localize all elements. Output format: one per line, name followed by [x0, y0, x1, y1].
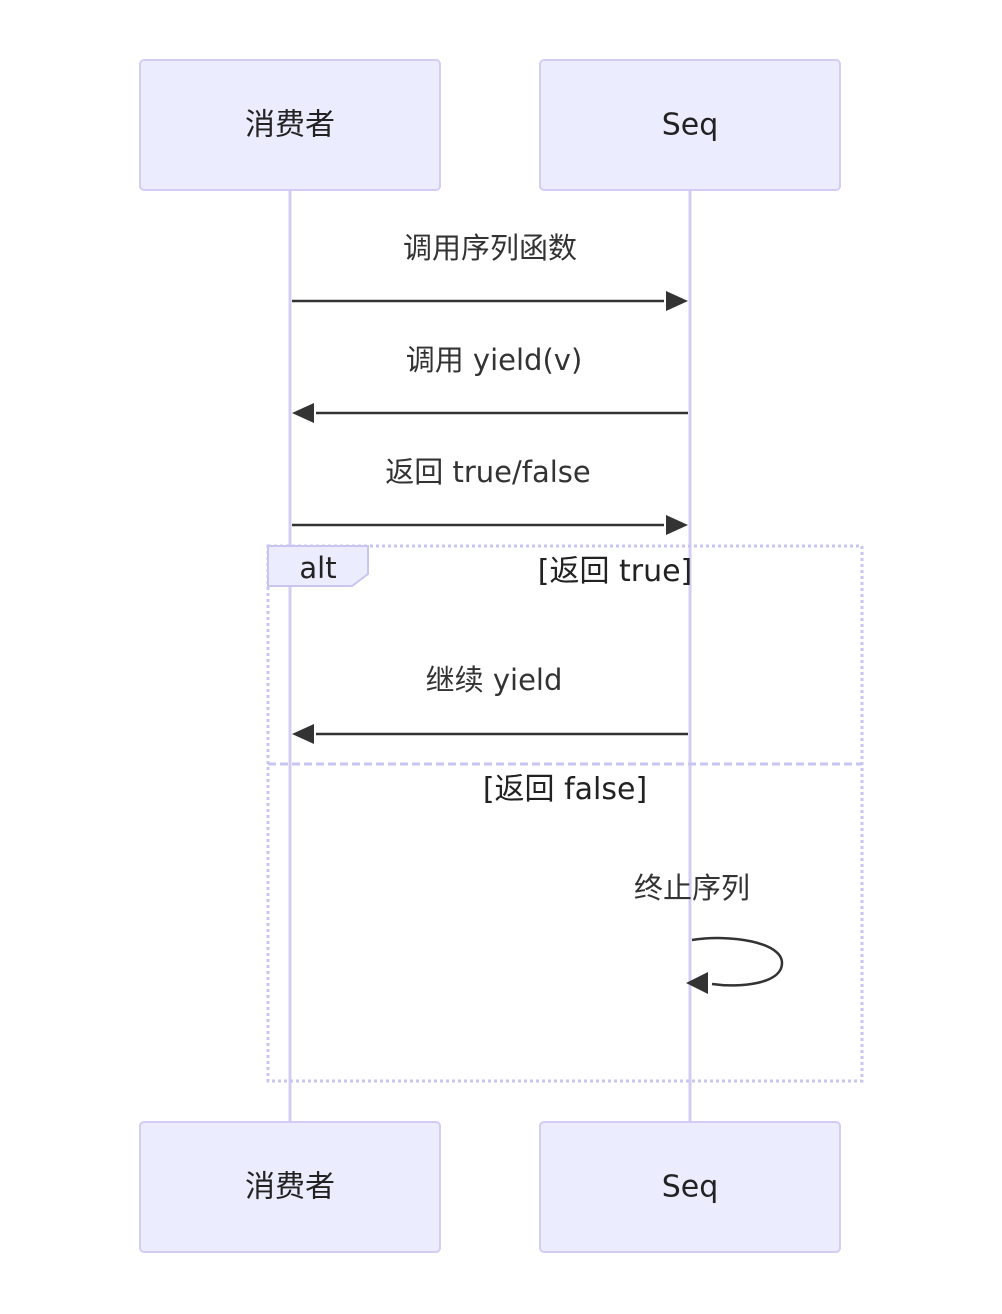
arrowhead-icon [686, 972, 708, 994]
message-label: 调用序列函数 [403, 231, 577, 265]
actor-seq-bottom: Seq [539, 1121, 841, 1253]
actor-consumer-top: 消费者 [139, 59, 441, 191]
arrowhead-icon [666, 515, 688, 535]
actor-seq-top: Seq [539, 59, 841, 191]
arrowhead-icon [292, 403, 314, 423]
actor-consumer-bottom: 消费者 [139, 1121, 441, 1253]
alt-condition-false: [返回 false] [483, 772, 647, 807]
message-label: 返回 true/false [385, 455, 591, 489]
actor-label: 消费者 [245, 1170, 335, 1205]
actor-label: Seq [662, 1170, 719, 1205]
message-label: 继续 yield [426, 663, 563, 697]
actor-label: 消费者 [245, 108, 335, 143]
alt-condition-true: [返回 true] [538, 554, 693, 589]
arrowhead-icon [666, 291, 688, 311]
arrowhead-icon [292, 724, 314, 744]
alt-label-box [267, 545, 369, 587]
message-label: 终止序列 [634, 871, 750, 905]
alt-label: alt [299, 551, 336, 585]
message-label: 调用 yield(v) [406, 343, 583, 377]
self-message-arrow [691, 936, 784, 987]
actor-label: Seq [662, 108, 719, 143]
alt-frame: alt [返回 true] [返回 false] [266, 544, 864, 1083]
